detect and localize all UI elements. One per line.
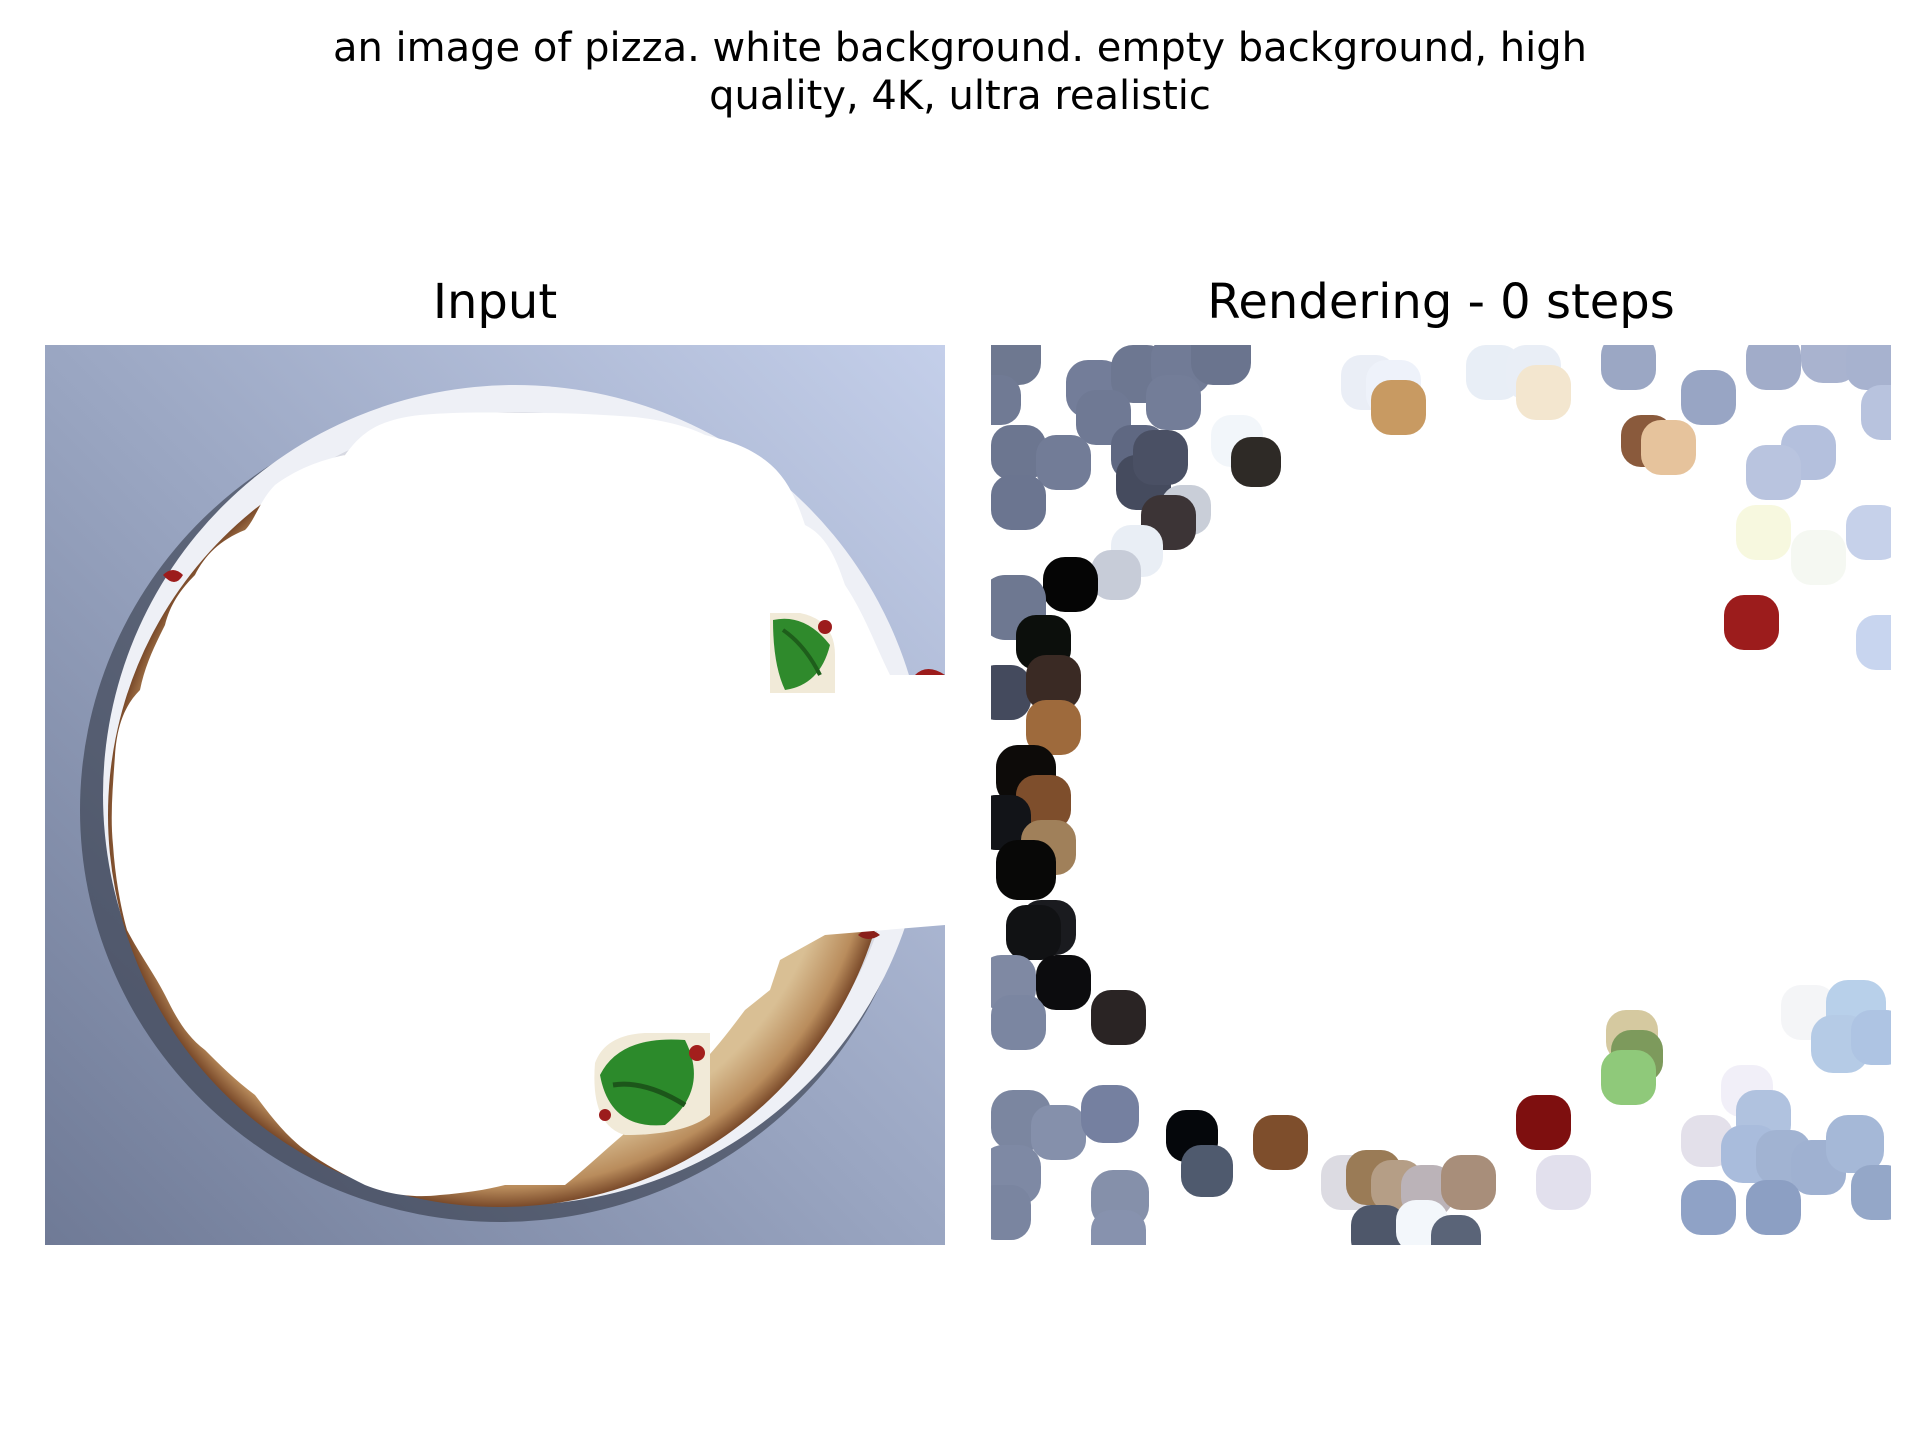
blob	[991, 345, 1041, 385]
basil-patch-top	[770, 613, 835, 693]
blob	[1516, 365, 1571, 420]
input-image	[45, 345, 945, 1245]
blob	[1031, 1105, 1086, 1160]
blob	[1091, 1210, 1146, 1245]
blob	[1846, 345, 1891, 390]
blob	[1043, 557, 1098, 612]
blob	[1091, 990, 1146, 1045]
blob	[991, 665, 1031, 720]
blob	[1181, 1145, 1233, 1197]
blob	[1736, 505, 1791, 560]
input-image-canvas	[45, 345, 945, 1245]
blob	[1746, 445, 1801, 500]
blob	[1681, 370, 1736, 425]
blob	[991, 1185, 1031, 1240]
blob	[996, 840, 1056, 900]
blob	[1851, 1165, 1891, 1220]
blob	[1146, 375, 1201, 430]
blob	[991, 795, 1031, 850]
basil-patch-bottom	[594, 1033, 710, 1135]
blob	[1856, 615, 1891, 670]
blob	[1231, 437, 1281, 487]
blob	[1724, 595, 1779, 650]
blob	[1091, 550, 1141, 600]
figure-title-line-1: an image of pizza. white background. emp…	[332, 25, 1588, 71]
rendering-panel-title: Rendering - 0 steps	[1207, 274, 1675, 330]
blob	[1681, 1180, 1736, 1235]
blob	[1851, 1010, 1891, 1065]
blob	[991, 475, 1046, 530]
blob	[1791, 530, 1846, 585]
blob	[1036, 955, 1091, 1010]
blob	[1351, 1205, 1406, 1245]
blob	[1253, 1115, 1308, 1170]
blob	[1826, 1115, 1884, 1173]
stroke-blobs	[991, 345, 1891, 1245]
blob	[991, 425, 1046, 480]
blob	[991, 995, 1046, 1050]
blob	[1641, 420, 1696, 475]
figure-title: an image of pizza. white background. emp…	[0, 24, 1920, 120]
input-panel-title: Input	[432, 274, 558, 330]
blob	[1036, 435, 1091, 490]
blob	[1191, 345, 1251, 385]
blob	[1681, 1115, 1733, 1167]
sauce-spot	[163, 570, 183, 582]
blob	[1006, 905, 1061, 960]
blob	[1516, 1095, 1571, 1150]
blob	[991, 375, 1021, 425]
blob	[1026, 700, 1081, 755]
blob	[1133, 430, 1188, 485]
blob	[1081, 1085, 1139, 1143]
figure-title-line-2: quality, 4K, ultra realistic	[709, 73, 1211, 119]
rendering-image	[991, 345, 1891, 1245]
blob	[1026, 655, 1081, 710]
blob	[1746, 1180, 1801, 1235]
blob	[1801, 345, 1859, 383]
rendering-image-canvas	[991, 345, 1891, 1245]
blob	[1371, 380, 1426, 435]
blob	[1601, 1050, 1656, 1105]
blob	[1601, 345, 1656, 390]
blob	[1536, 1155, 1591, 1210]
blob	[1441, 1155, 1496, 1210]
blob	[1861, 385, 1891, 440]
blob	[1746, 345, 1801, 390]
masked-region	[111, 412, 945, 1197]
sauce-spot	[858, 930, 880, 939]
blob	[1846, 505, 1891, 560]
blob	[1431, 1215, 1481, 1245]
